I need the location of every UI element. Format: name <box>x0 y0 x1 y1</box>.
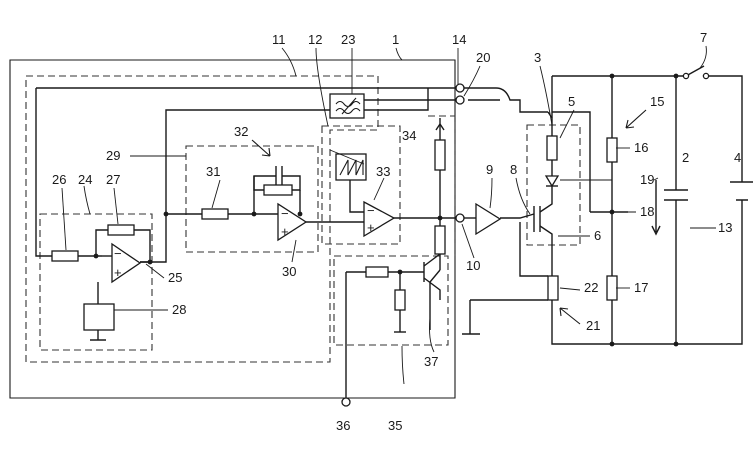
label-23: 23 <box>341 32 355 47</box>
block-outlines <box>9 59 581 399</box>
label-21: 21 <box>586 318 600 333</box>
node-14 <box>455 83 465 93</box>
opamp-33 <box>363 200 396 238</box>
svg-text:−: − <box>367 203 375 218</box>
label-26: 26 <box>52 172 66 187</box>
supply-arrow <box>435 123 445 131</box>
label-28: 28 <box>172 302 186 317</box>
label-16: 16 <box>634 140 648 155</box>
sawtooth-generator-icon <box>339 159 364 176</box>
label-29: 29 <box>106 148 120 163</box>
label-4: 4 <box>734 150 741 165</box>
block-35-upper <box>428 115 456 256</box>
label-5: 5 <box>568 94 575 109</box>
label-25: 25 <box>168 270 182 285</box>
label-9: 9 <box>486 162 493 177</box>
wiring <box>35 75 743 404</box>
label-18: 18 <box>640 204 654 219</box>
battery-4 <box>730 181 753 201</box>
label-32: 32 <box>234 124 248 139</box>
switch-7 <box>685 65 705 77</box>
block-12 <box>321 125 401 245</box>
svg-text:−: − <box>114 246 122 261</box>
node-20 <box>455 95 465 105</box>
resistor-17 <box>606 275 618 301</box>
label-11: 11 <box>272 32 286 47</box>
label-27: 27 <box>106 172 120 187</box>
source-28 <box>83 303 115 331</box>
label-7: 7 <box>700 30 707 45</box>
buffer-9 <box>475 202 502 236</box>
node-10 <box>455 213 465 223</box>
label-36: 36 <box>336 418 350 433</box>
label-8: 8 <box>510 162 517 177</box>
label-17: 17 <box>634 280 648 295</box>
capacitor-32 <box>262 166 290 186</box>
capacitor-2 <box>664 189 688 201</box>
label-12: 12 <box>308 32 322 47</box>
label-24: 24 <box>78 172 92 187</box>
diode-19 <box>544 175 560 188</box>
label-37: 37 <box>424 354 438 369</box>
label-1: 1 <box>392 32 399 47</box>
label-22: 22 <box>584 280 598 295</box>
lowpass-filter-icon <box>335 97 361 115</box>
resistor-26 <box>51 250 79 262</box>
resistor-31 <box>201 208 229 220</box>
resistor-32 <box>263 184 293 196</box>
block-35 <box>333 255 449 346</box>
node-36 <box>341 397 351 407</box>
label-15: 15 <box>650 94 664 109</box>
label-30: 30 <box>282 264 296 279</box>
svg-text:+: + <box>281 224 289 239</box>
block-3 <box>526 124 581 246</box>
reference-labels: 11 12 23 1 14 20 3 7 5 15 32 34 29 16 2 … <box>52 30 741 433</box>
label-31: 31 <box>206 164 220 179</box>
label-10: 10 <box>466 258 480 273</box>
block-29 <box>185 145 319 253</box>
resistor-27 <box>107 224 135 236</box>
label-33: 33 <box>376 164 390 179</box>
label-3: 3 <box>534 50 541 65</box>
label-34: 34 <box>402 128 416 143</box>
leader-lines <box>61 45 716 385</box>
label-20: 20 <box>476 50 490 65</box>
label-13: 13 <box>718 220 732 235</box>
sawtooth-generator-34 <box>335 153 367 181</box>
resistor-16 <box>606 137 618 163</box>
svg-text:+: + <box>367 220 375 235</box>
block-24 <box>39 213 153 351</box>
label-14: 14 <box>452 32 466 47</box>
label-2: 2 <box>682 150 689 165</box>
nodes <box>93 73 679 407</box>
current-arrow-13 <box>651 180 661 236</box>
outer-block-1 <box>9 59 456 399</box>
components: − + − + − + <box>51 65 753 341</box>
svg-text:+: + <box>114 265 122 280</box>
resistor-5 <box>546 135 558 161</box>
block-11 <box>25 75 379 363</box>
label-19: 19 <box>640 172 654 187</box>
resistor-35b <box>394 289 406 311</box>
svg-text:−: − <box>281 206 289 221</box>
opamp-30 <box>277 202 308 242</box>
resistor-35a <box>365 266 389 278</box>
label-35: 35 <box>388 418 402 433</box>
opamp-25 <box>111 242 142 284</box>
resistor-upper <box>434 139 446 171</box>
sensor-22 <box>547 275 559 301</box>
label-6: 6 <box>594 228 601 243</box>
resistor-lower <box>434 225 446 255</box>
